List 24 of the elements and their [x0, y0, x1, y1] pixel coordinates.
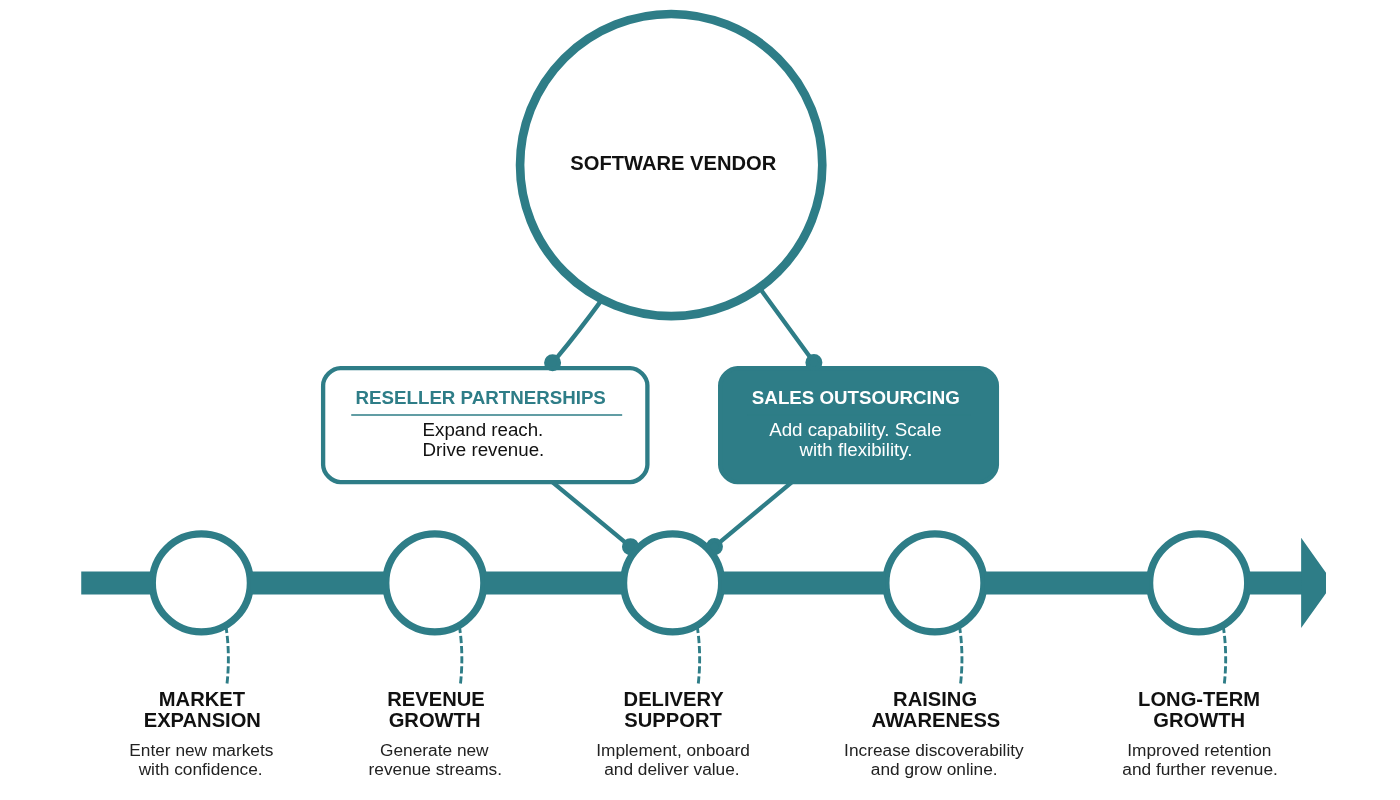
connector: [81, 571, 153, 595]
connector: [457, 625, 464, 684]
node-circle: [1146, 530, 1252, 636]
node-box: RESELLER PARTNERSHIPS Expand reach. Drive revenue.: [320, 366, 650, 485]
node-text: DELIVERY SUPPORT Implement, onboard and deliver value.: [596, 688, 750, 779]
node-circle: [382, 530, 488, 636]
connector: [1221, 625, 1228, 684]
connector: [544, 298, 604, 372]
node-circle: [882, 530, 988, 636]
connector: [984, 571, 1150, 595]
connector: [224, 625, 230, 684]
connector: [957, 625, 964, 684]
connector: [721, 571, 886, 595]
node-text: MARKET EXPANSION Enter new markets with confidence.: [129, 688, 274, 779]
connector: [695, 625, 702, 684]
node-text: LONG-TERM GROWTH Improved retention and further revenue.: [1122, 688, 1278, 779]
node-text: REVENUE GROWTH Generate new revenue streams.: [368, 688, 503, 779]
connector: [250, 571, 386, 595]
connector: [484, 571, 624, 595]
node-box: SALES OUTSOURCING Add capability. Scale with flexibility.: [718, 366, 1000, 485]
node-circle: SOFTWARE VENDOR: [515, 9, 827, 321]
arrow: [1247, 537, 1326, 628]
node-text: RAISING AWARENESS Increase discoverability and grow online.: [844, 688, 1024, 779]
node-circle: [148, 530, 254, 636]
